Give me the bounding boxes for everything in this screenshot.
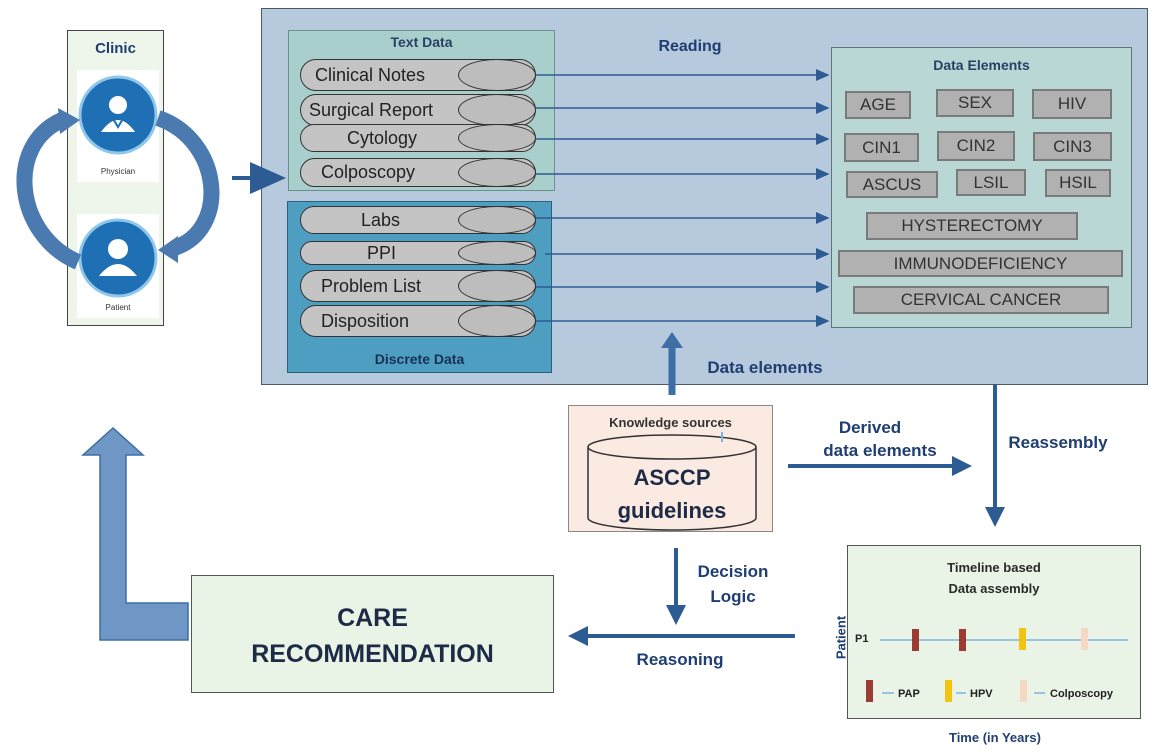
legend-hpv-swatch	[945, 680, 952, 702]
element-ascus: ASCUS	[846, 171, 938, 198]
reading-arrows	[536, 69, 830, 327]
physician-icon	[78, 75, 158, 155]
pill-cap	[458, 270, 536, 302]
legend-colposcopy-label: Colposcopy	[1050, 688, 1113, 700]
element-lsil: LSIL	[956, 169, 1026, 196]
element-hiv: HIV	[1032, 89, 1112, 119]
pill-label: Problem List	[321, 276, 422, 296]
timeline-title-1: Timeline based	[947, 560, 1041, 575]
pill-cap	[458, 206, 536, 234]
element-hysterectomy: HYSTERECTOMY	[866, 212, 1078, 240]
pill-label: Disposition	[321, 311, 410, 331]
derived-label-1: Derived	[838, 418, 902, 437]
pill-label: Cytology	[347, 128, 418, 148]
element-cin2: CIN2	[937, 131, 1015, 161]
event-colposcopy	[1081, 628, 1088, 650]
element-cin1: CIN1	[844, 133, 919, 162]
event-pap	[912, 629, 919, 651]
legend-pap-label: PAP	[898, 688, 920, 700]
element-cervical-cancer: CERVICAL CANCER	[853, 286, 1109, 314]
pill-cap	[458, 94, 536, 126]
clinic-cycle-arrow-right	[154, 110, 220, 256]
care-title-1: CARE	[337, 604, 408, 632]
pill-cap	[458, 124, 536, 152]
reading-label: Reading	[658, 38, 722, 55]
database-icon	[587, 432, 757, 531]
timeline-title-2: Data assembly	[948, 581, 1040, 596]
reassembly-label: Reassembly	[1008, 433, 1108, 452]
pill-label: Clinical Notes	[315, 65, 426, 85]
asccp-text: ASCCP	[633, 465, 710, 490]
clinic-cycle-arrow-left	[16, 112, 82, 270]
patient-icon	[78, 218, 158, 298]
element-cin3: CIN3	[1033, 132, 1112, 161]
element-immunodeficiency: IMMUNODEFICIENCY	[838, 250, 1123, 277]
clinic-title: Clinic	[95, 40, 136, 57]
event-pap	[959, 629, 966, 651]
guidelines-text: guidelines	[618, 498, 727, 523]
event-hpv	[1019, 628, 1026, 650]
care-title-2: RECOMMENDATION	[251, 640, 494, 668]
reasoning-label: Reasoning	[636, 650, 724, 669]
decision-label-1: Decision	[697, 562, 769, 581]
decision-label-2: Logic	[710, 587, 756, 606]
care-recommendation-box	[191, 575, 554, 693]
data-elements-arrow-label: Data elements	[707, 358, 823, 377]
timeline-box	[847, 545, 1141, 719]
pill-label: PPI	[367, 243, 397, 263]
pill-cap	[458, 59, 536, 91]
derived-label-2: data elements	[823, 441, 937, 460]
knowledge-sources-title: Knowledge sources	[609, 415, 732, 430]
element-sex: SEX	[936, 89, 1014, 117]
text-data-title: Text Data	[390, 34, 453, 50]
element-age: AGE	[845, 91, 911, 119]
timeline-xaxis-label: Time (in Years)	[948, 730, 1041, 745]
pill-label: Labs	[361, 210, 401, 230]
timeline-row-label: P1	[855, 633, 869, 645]
pill-cap	[458, 305, 536, 337]
physician-label: Physician	[100, 167, 136, 176]
pill-label: Colposcopy	[321, 162, 416, 182]
discrete-data-title: Discrete Data	[374, 351, 465, 367]
legend-pap-swatch	[866, 680, 873, 702]
legend-colposcopy-swatch	[1020, 680, 1027, 702]
patient-label: Patient	[105, 303, 131, 312]
pill-cap	[458, 158, 536, 187]
pill-cap	[458, 241, 536, 265]
care-return-arrow	[81, 426, 189, 641]
data-elements-title: Data Elements	[933, 57, 1030, 73]
legend-hpv-label: HPV	[970, 688, 993, 700]
element-hsil: HSIL	[1045, 169, 1111, 197]
pill-label: Surgical Report	[309, 100, 434, 120]
pill-colposcopy: Colposcopy	[300, 158, 536, 187]
